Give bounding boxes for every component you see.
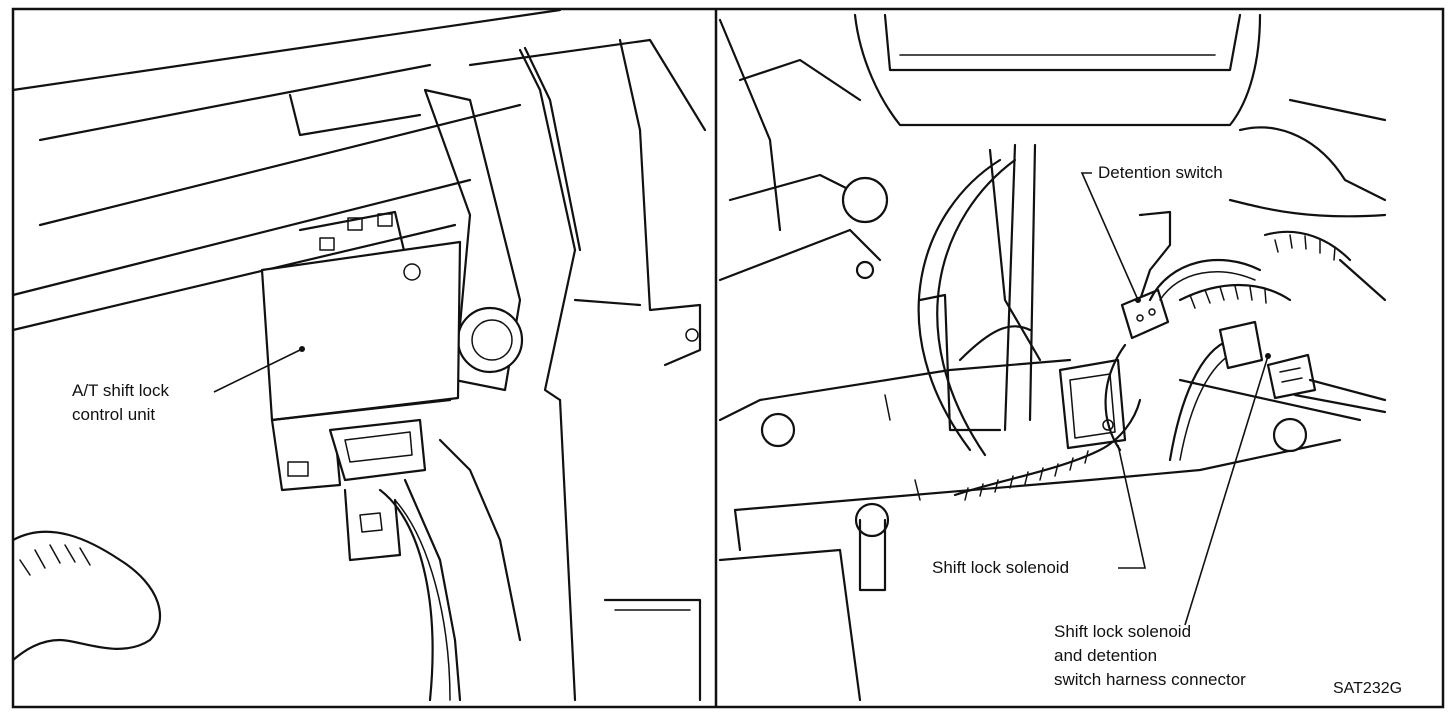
right-panel-illustration bbox=[718, 13, 1387, 702]
connector-label: Shift lock solenoid and detention switch… bbox=[1054, 620, 1246, 692]
connector-leader-dot bbox=[1265, 353, 1271, 359]
detention-switch-label: Detention switch bbox=[1098, 163, 1223, 182]
control-unit-label: A/T shift lock control unit bbox=[72, 379, 169, 427]
figure-code: SAT232G bbox=[1333, 680, 1403, 697]
control-unit-label-line2: control unit bbox=[72, 405, 156, 424]
control-unit-leader-dot bbox=[299, 346, 305, 352]
connector-label-line3: switch harness connector bbox=[1054, 670, 1246, 689]
connector-label-line2: and detention bbox=[1054, 646, 1158, 665]
solenoid-leader bbox=[1117, 444, 1146, 569]
connector-leader bbox=[1184, 355, 1269, 626]
control-unit-leader bbox=[213, 349, 301, 393]
left-panel-illustration bbox=[11, 8, 707, 702]
solenoid-label: Shift lock solenoid bbox=[932, 558, 1070, 577]
connector-label-line1: Shift lock solenoid bbox=[1054, 622, 1192, 641]
detention-switch-leader-dot bbox=[1135, 297, 1141, 303]
control-unit-label-line1: A/T shift lock bbox=[72, 381, 169, 400]
outer-frame bbox=[11, 7, 1445, 709]
detention-switch-leader bbox=[1080, 172, 1139, 301]
